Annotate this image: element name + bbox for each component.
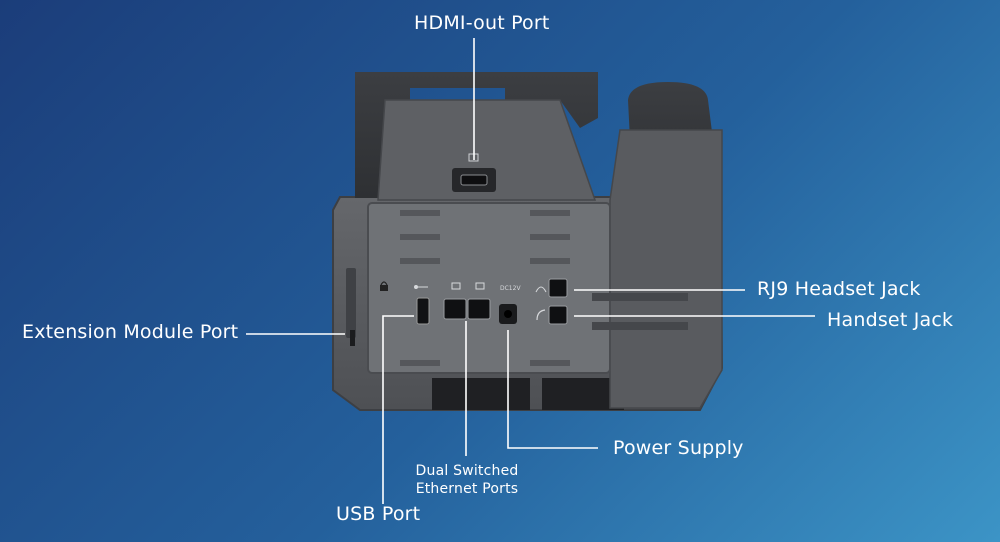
callout-lines — [246, 38, 815, 504]
power-supply-label: Power Supply — [613, 437, 744, 459]
extension-module-connector — [350, 330, 355, 346]
stand-panel — [377, 99, 597, 201]
hdmi-port — [460, 174, 488, 186]
extension-module-slot — [346, 268, 356, 338]
dual-switched-ethernet-ports-line2: Ethernet Ports — [415, 481, 519, 497]
rear-panel — [367, 202, 611, 374]
rj9-handset-port — [548, 305, 568, 325]
lan-icon — [451, 282, 461, 290]
network-icon — [475, 282, 485, 290]
handset-icon — [536, 309, 546, 321]
ethernet-port-2 — [467, 298, 491, 320]
cradle-rails — [592, 293, 688, 330]
dc-rating-text: DC12V — [500, 285, 521, 292]
usb-port — [416, 297, 430, 325]
bottom-vent-left — [432, 378, 530, 410]
ethernet-port-1 — [443, 298, 467, 320]
handset-jack-label: Handset Jack — [827, 309, 954, 331]
extension-module-port-label: Extension Module Port — [22, 321, 239, 343]
rj9-headset-jack-label: RJ9 Headset Jack — [757, 278, 921, 300]
rj9-headset-port — [548, 278, 568, 298]
usb-port-label: USB Port — [336, 503, 421, 525]
usb-icon — [414, 285, 428, 289]
hdmi-out-port-label: HDMI-out Port — [414, 12, 550, 34]
dual-switched-ethernet-ports-label: Dual Switched Ethernet Ports — [405, 462, 529, 498]
power-jack-hole — [504, 310, 512, 318]
lock-icon — [380, 281, 388, 291]
dual-switched-ethernet-ports-line1: Dual Switched — [415, 463, 519, 479]
handset-hook — [609, 129, 723, 409]
headset-icon — [535, 286, 547, 293]
panel-slots — [400, 210, 570, 366]
